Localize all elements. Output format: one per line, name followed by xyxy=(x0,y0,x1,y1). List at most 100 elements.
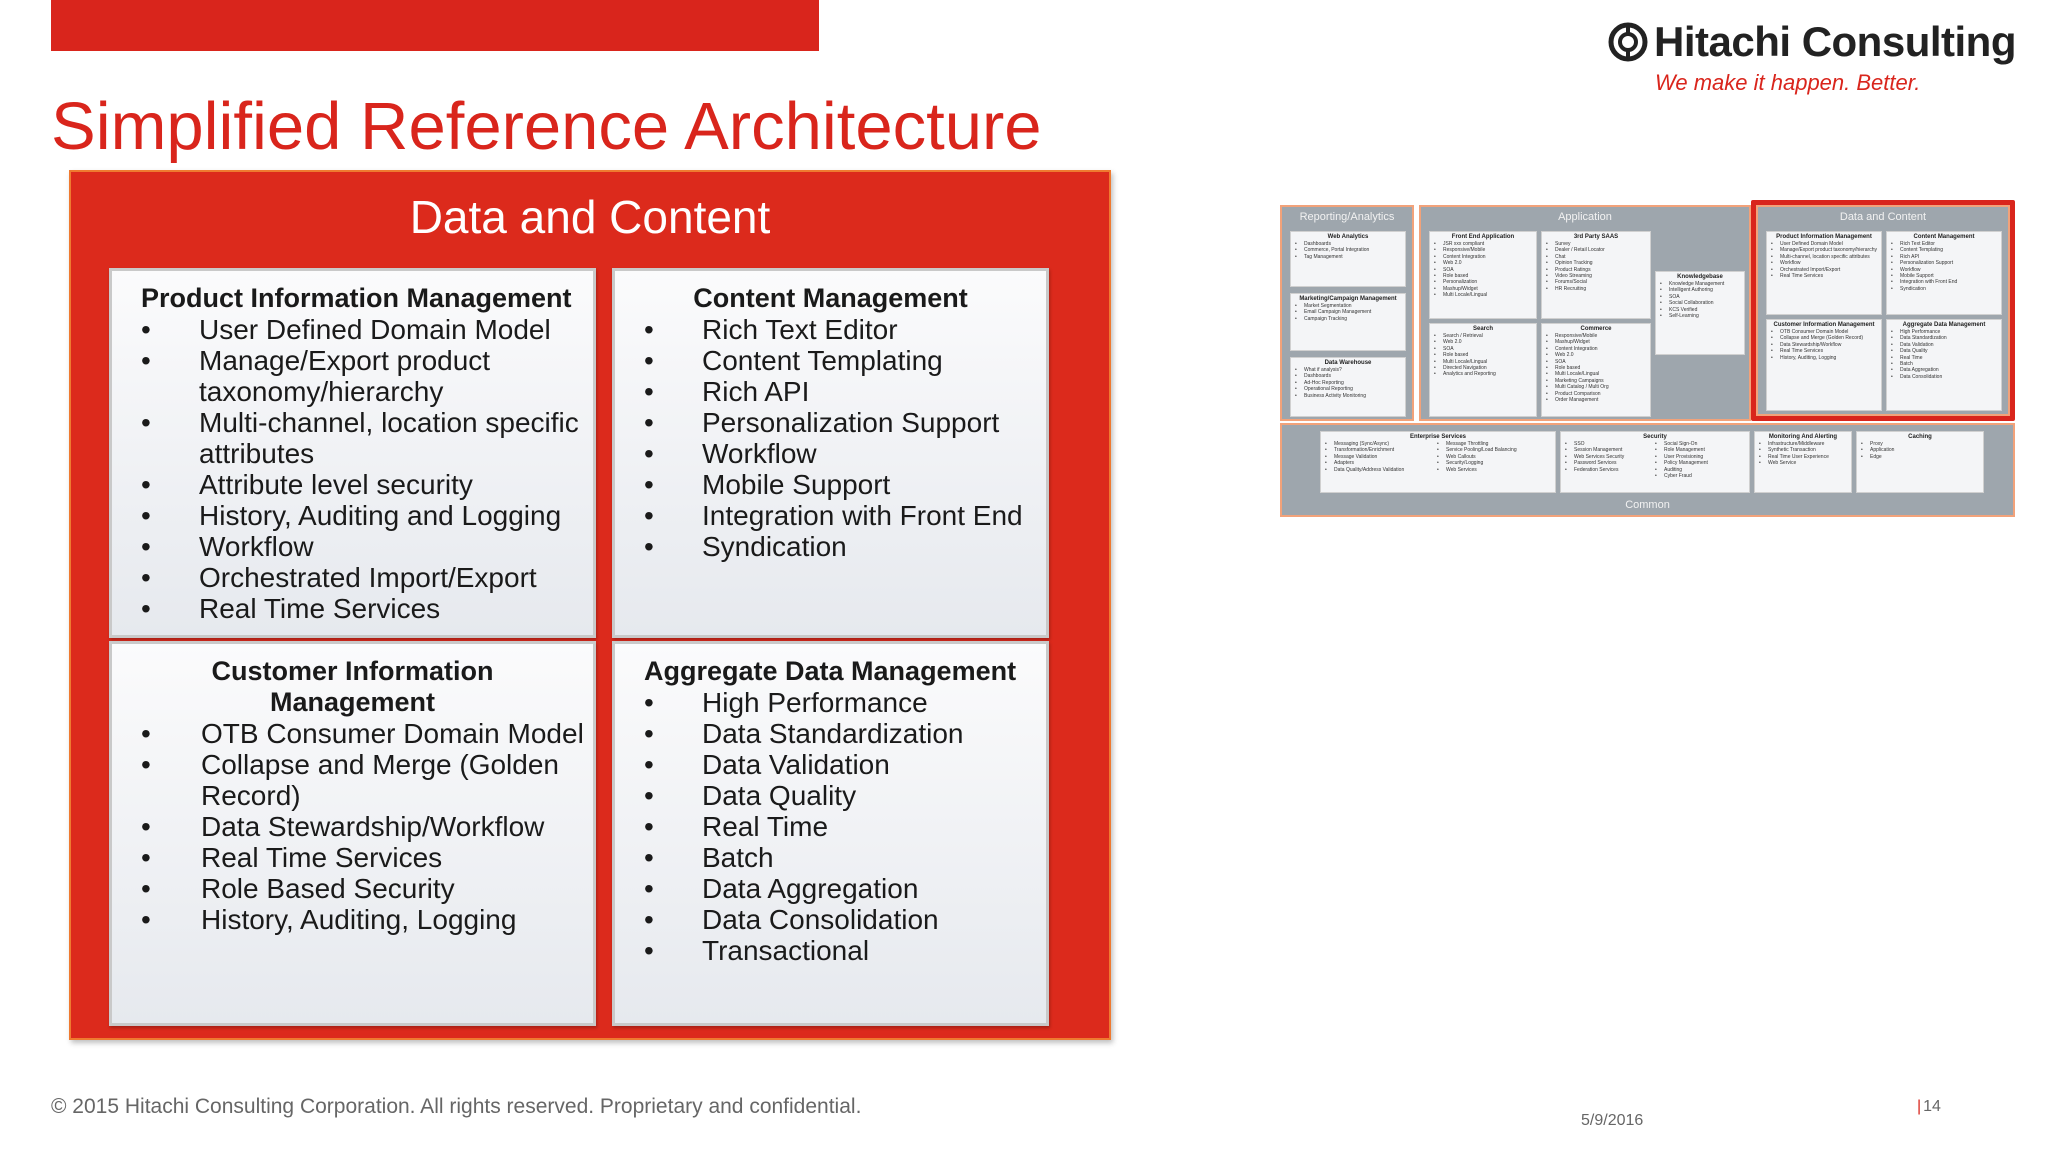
thumb-card-list: Infrastructure/Middleware Synthetic Tran… xyxy=(1758,441,1848,467)
box-list: High Performance Data Standardization Da… xyxy=(644,687,1046,966)
thumb-item: Web 2.0 xyxy=(1433,260,1533,267)
thumb-item: Data Standardization xyxy=(1890,335,1998,342)
thumb-card: Commerce Responsive/Mobile Mashup/Widget… xyxy=(1541,323,1651,417)
thumb-item: JSR xxx compliant xyxy=(1433,241,1533,248)
thumb-item: Mashup/Widget xyxy=(1433,286,1533,293)
thumb-item: Multi Locale/Lingual xyxy=(1433,292,1533,299)
thumb-item: Manage/Export product taxonomy/hierarchy xyxy=(1770,247,1878,254)
thumb-item: Order Management xyxy=(1545,397,1647,404)
thumb-card: 3rd Party SAAS Survey Dealer / Retail Lo… xyxy=(1541,231,1651,319)
thumb-card-list: Proxy Application Edge xyxy=(1860,441,1980,461)
thumb-section-title: Application xyxy=(1558,211,1612,223)
thumb-item: Data Stewardship/Workflow xyxy=(1770,342,1878,349)
thumb-item: Security/Logging xyxy=(1436,460,1517,467)
thumb-item: Multi Catalog / Multi Org xyxy=(1545,384,1647,391)
thumb-item: Operational Reporting xyxy=(1294,386,1402,393)
thumb-item: SOA xyxy=(1433,267,1533,274)
list-item: OTB Consumer Domain Model xyxy=(141,718,593,749)
thumb-item: Analytics and Reporting xyxy=(1433,371,1533,378)
page-number-value: 14 xyxy=(1923,1098,1941,1115)
thumb-item: Campaign Tracking xyxy=(1294,316,1402,323)
thumb-item: Policy Management xyxy=(1654,460,1708,467)
logo-tagline: We make it happen. Better. xyxy=(1655,70,1921,95)
thumb-card-list: SSO Session Management Web Services Secu… xyxy=(1564,441,1654,479)
thumb-card-title: Knowledgebase xyxy=(1677,274,1723,280)
list-item: Integration with Front End xyxy=(644,500,1046,531)
thumb-card-list: JSR xxx compliant Responsive/Mobile Cont… xyxy=(1433,241,1533,299)
thumb-item: SOA xyxy=(1659,294,1741,301)
list-item: Data Standardization xyxy=(644,718,1046,749)
list-item: Content Templating xyxy=(644,345,1046,376)
thumb-item: Password Services xyxy=(1564,460,1654,467)
thumb-item: Synthetic Transaction xyxy=(1758,447,1848,454)
thumb-item: Data Quality/Address Validation xyxy=(1324,467,1436,474)
thumb-item: Multi Locale/Lingual xyxy=(1433,359,1533,366)
thumb-item: Cyber Fraud xyxy=(1654,473,1708,480)
thumb-data-content-section: Data and Content Product Information Man… xyxy=(1756,205,2010,416)
thumb-item: Opinion Tracking xyxy=(1545,260,1647,267)
list-item: Data Consolidation xyxy=(644,904,1046,935)
thumb-card-list: Social Sign-On Role Management User Prov… xyxy=(1654,441,1708,480)
thumb-item: Business Activity Monitoring xyxy=(1294,393,1402,400)
logo-name: Hitachi Consulting xyxy=(1654,18,2017,65)
thumb-item: User Provisioning xyxy=(1654,454,1708,461)
thumb-item: History, Auditing, Logging xyxy=(1770,355,1878,362)
thumb-item: SOA xyxy=(1545,359,1647,366)
page-number-divider: | xyxy=(1917,1098,1922,1115)
thumb-item: Messaging (Sync/Async) xyxy=(1324,441,1436,448)
thumb-card-title: Monitoring And Alerting xyxy=(1768,434,1838,440)
thumb-item: Adapters xyxy=(1324,460,1436,467)
thumb-item: Dealer / Retail Locator xyxy=(1545,247,1647,254)
thumb-card: Monitoring And Alerting Infrastructure/M… xyxy=(1754,431,1852,493)
thumb-item: User Defined Domain Model xyxy=(1770,241,1878,248)
thumb-card-title: Customer Information Management xyxy=(1773,322,1875,328)
data-and-content-panel: Data and Content Product Information Man… xyxy=(69,170,1111,1040)
box-title: Content Management xyxy=(693,283,968,313)
thumb-item: KCS Verified xyxy=(1659,307,1741,314)
thumb-card: Enterprise Services Messaging (Sync/Asyn… xyxy=(1320,431,1556,493)
thumb-card: Security SSO Session Management Web Serv… xyxy=(1560,431,1750,493)
thumb-item: Email Campaign Management xyxy=(1294,309,1402,316)
customer-information-management-box: Customer Information Management OTB Cons… xyxy=(109,641,596,1026)
list-item: Data Quality xyxy=(644,780,1046,811)
thumb-item: Web Services Security xyxy=(1564,454,1654,461)
thumb-item: Content Integration xyxy=(1433,254,1533,261)
thumb-item: Self-Learning xyxy=(1659,313,1741,320)
thumb-section-title: Reporting/Analytics xyxy=(1299,211,1395,223)
list-item: High Performance xyxy=(644,687,1046,718)
list-item: Attribute level security xyxy=(141,469,593,500)
thumb-section-title: Common xyxy=(1625,499,1670,511)
aggregate-data-management-box: Aggregate Data Management High Performan… xyxy=(612,641,1049,1026)
box-list: Rich Text Editor Content Templating Rich… xyxy=(644,314,1046,562)
page-number: |14 xyxy=(1917,1098,1941,1116)
list-item: Manage/Export product taxonomy/hierarchy xyxy=(141,345,593,407)
list-item: Real Time xyxy=(644,811,1046,842)
thumb-item: Data Consolidation xyxy=(1890,374,1998,381)
product-information-management-box: Product Information Management User Defi… xyxy=(109,268,596,638)
thumb-item: Rich Text Editor xyxy=(1890,241,1998,248)
thumb-item: Intelligent Authoring xyxy=(1659,287,1741,294)
thumb-item: Data Quality xyxy=(1890,348,1998,355)
box-list: User Defined Domain Model Manage/Export … xyxy=(141,314,593,624)
thumb-item: Social Collaboration xyxy=(1659,300,1741,307)
thumb-item: Ad-Hoc Reporting xyxy=(1294,380,1402,387)
list-item: Collapse and Merge (Golden Record) xyxy=(141,749,593,811)
list-item: Multi-channel, location specific attribu… xyxy=(141,407,593,469)
thumb-card-title: Aggregate Data Management xyxy=(1902,322,1986,328)
thumb-item: Mobile Support xyxy=(1890,273,1998,280)
thumb-item: Content Templating xyxy=(1890,247,1998,254)
thumb-item: SOA xyxy=(1433,346,1533,353)
thumb-common-section: Common Enterprise Services Messaging (Sy… xyxy=(1280,423,2015,517)
thumb-item: Application xyxy=(1860,447,1980,454)
thumb-item: Federation Services xyxy=(1564,467,1654,474)
box-title: Aggregate Data Management xyxy=(644,656,1017,686)
thumb-item: Web Callouts xyxy=(1436,454,1517,461)
thumb-item: Message Throttling xyxy=(1436,441,1517,448)
thumb-item: Role based xyxy=(1433,273,1533,280)
architecture-thumbnail: Reporting/Analytics Web Analytics Dashbo… xyxy=(1280,200,2015,517)
thumb-item: Message Validation xyxy=(1324,454,1436,461)
list-item: Real Time Services xyxy=(141,593,593,624)
thumb-item: HR Recruiting xyxy=(1545,286,1647,293)
thumb-card-list: Responsive/Mobile Mashup/Widget Content … xyxy=(1545,333,1647,404)
thumb-item: Role based xyxy=(1433,352,1533,359)
